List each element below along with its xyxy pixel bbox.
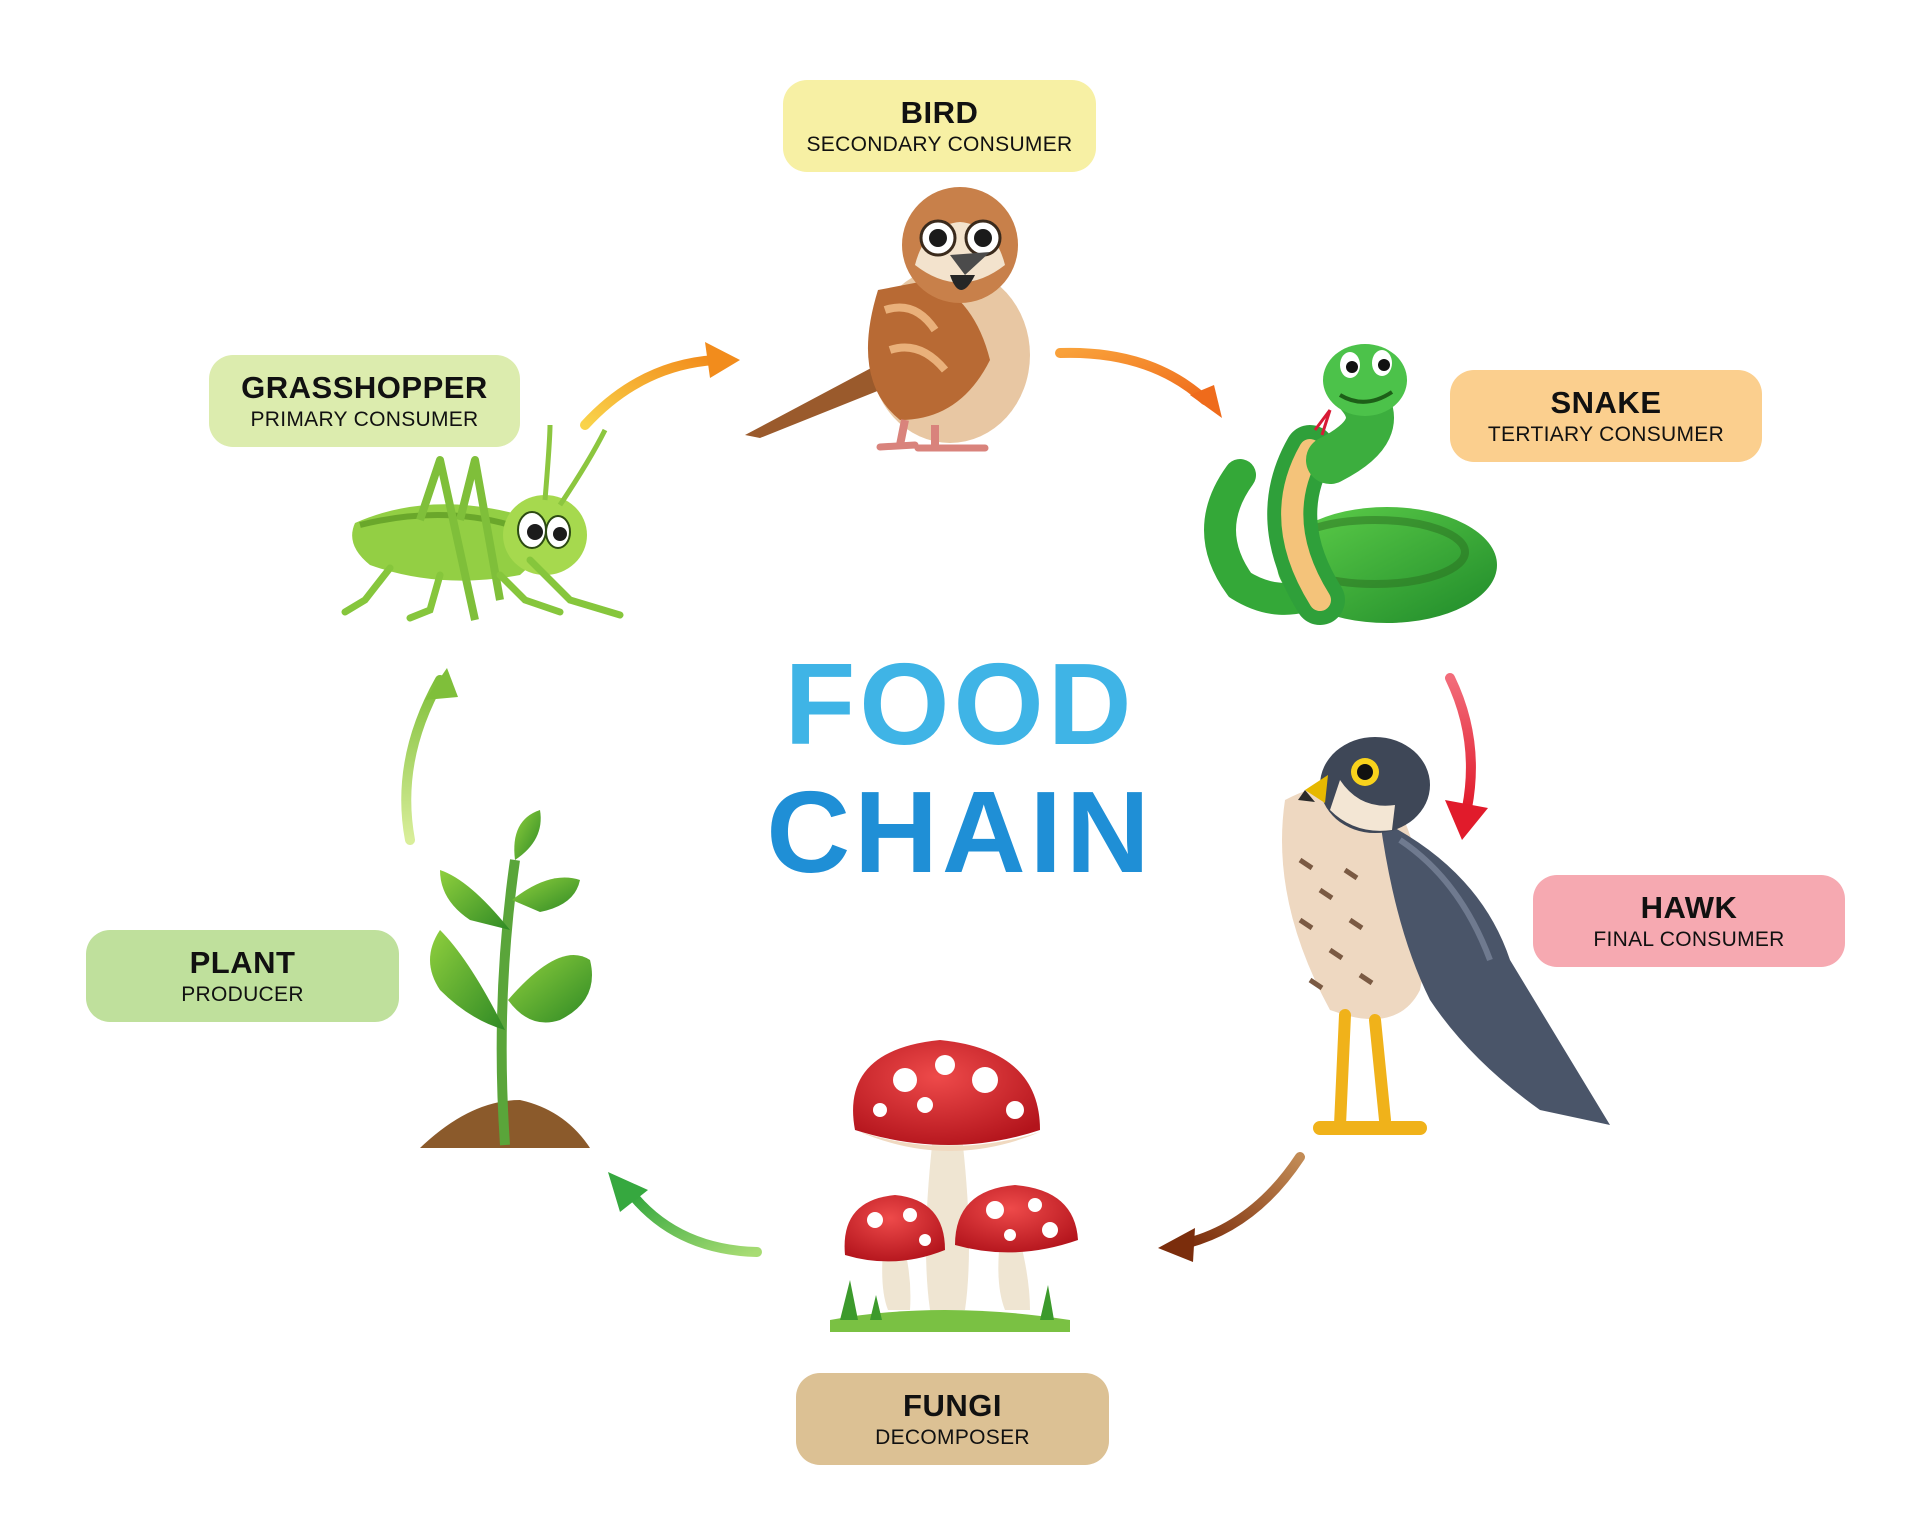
arrow-bird-to-snake (1055, 347, 1222, 418)
label-hawk-name: HAWK (1640, 890, 1738, 925)
arrow-snake-to-hawk (1445, 673, 1488, 840)
bird-icon (745, 187, 1030, 452)
arrow-fungi-to-plant (608, 1172, 762, 1257)
label-fungi-name: FUNGI (903, 1388, 1002, 1423)
label-grasshopper-name: GRASSHOPPER (241, 370, 488, 405)
label-bird-role: SECONDARY CONSUMER (806, 133, 1073, 156)
label-plant: PLANT PRODUCER (86, 930, 399, 1022)
label-snake: SNAKE TERTIARY CONSUMER (1450, 370, 1762, 462)
label-grasshopper-role: PRIMARY CONSUMER (250, 408, 479, 431)
label-bird: BIRD SECONDARY CONSUMER (783, 80, 1096, 172)
label-hawk: HAWK FINAL CONSUMER (1533, 875, 1845, 967)
label-snake-role: TERTIARY CONSUMER (1487, 423, 1725, 446)
arrow-grasshopper-to-bird (580, 342, 740, 430)
diagram-title: FOOD CHAIN (660, 640, 1260, 896)
label-grasshopper: GRASSHOPPER PRIMARY CONSUMER (209, 355, 520, 447)
title-line-food: FOOD (784, 639, 1136, 769)
hawk-icon (1282, 737, 1610, 1135)
snake-icon (1204, 344, 1497, 625)
label-fungi-role: DECOMPOSER (875, 1426, 1030, 1449)
arrow-plant-to-grasshopper (401, 668, 458, 845)
grasshopper-icon (341, 424, 624, 622)
mushroom-icon (830, 1040, 1078, 1332)
label-bird-name: BIRD (900, 95, 979, 130)
plant-icon (420, 810, 592, 1148)
label-hawk-role: FINAL CONSUMER (1593, 928, 1785, 951)
arrow-hawk-to-fungi (1158, 1152, 1305, 1262)
title-line-chain: CHAIN (766, 767, 1154, 897)
label-plant-role: PRODUCER (181, 983, 304, 1006)
label-snake-name: SNAKE (1550, 385, 1662, 420)
label-plant-name: PLANT (189, 945, 296, 980)
label-fungi: FUNGI DECOMPOSER (796, 1373, 1109, 1465)
